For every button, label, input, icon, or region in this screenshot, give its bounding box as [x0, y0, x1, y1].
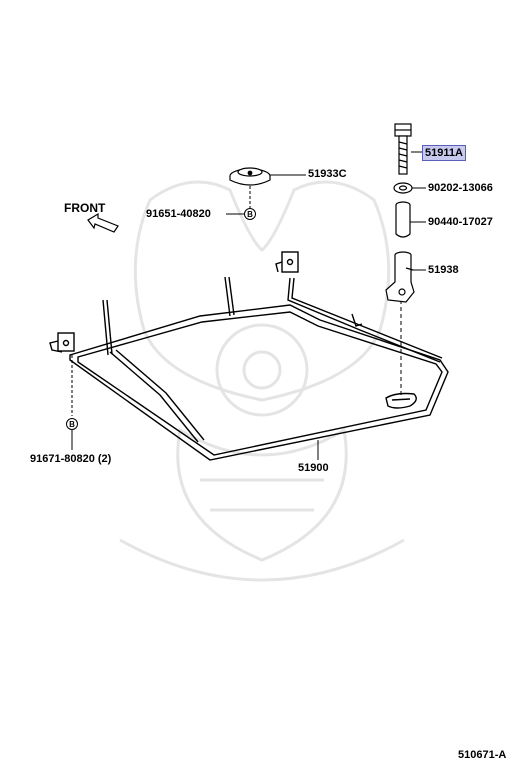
part-label-90202-13066[interactable]: 90202-13066	[428, 182, 493, 194]
collar-90440	[395, 201, 411, 238]
watermark-emblem	[119, 180, 405, 582]
part-label-90440-17027[interactable]: 90440-17027	[428, 216, 493, 228]
diagram-reference-code: 510671-A	[458, 749, 507, 761]
svg-text:B: B	[247, 210, 253, 219]
marker-b-lower: B	[66, 418, 78, 430]
marker-b-upper: B	[244, 208, 256, 220]
part-label-51911A[interactable]: 51911A	[422, 145, 466, 161]
part-label-51938[interactable]: 51938	[428, 264, 459, 276]
front-arrow-icon	[87, 212, 119, 233]
hanger-51938	[385, 251, 415, 303]
front-label: FRONT	[64, 201, 106, 215]
part-label-91651-40820[interactable]: 91651-40820	[146, 208, 211, 220]
part-label-51900[interactable]: 51900	[298, 462, 329, 474]
svg-text:B: B	[69, 420, 75, 429]
tire-carrier-frame	[49, 251, 449, 461]
cushion-51933C	[229, 167, 271, 186]
washer-90202	[393, 182, 413, 194]
bolt-51911A	[394, 123, 412, 175]
part-label-91671-80820[interactable]: 91671-80820 (2)	[30, 453, 112, 465]
part-label-51933C[interactable]: 51933C	[308, 168, 347, 180]
